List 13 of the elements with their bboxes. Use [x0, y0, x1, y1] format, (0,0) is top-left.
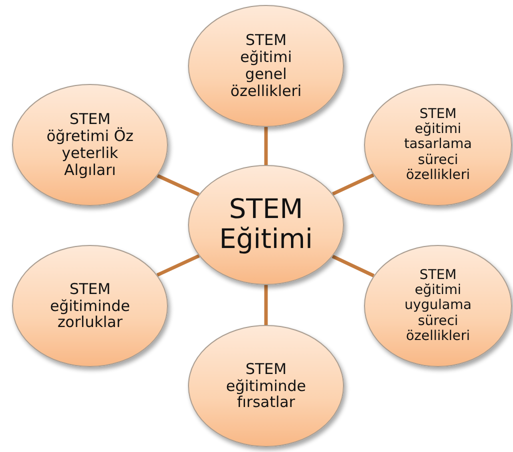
connector-line [332, 173, 374, 196]
connector-line [332, 254, 374, 278]
connector-line [156, 254, 200, 277]
node-label: STEM eğitiminde fırsatlar [224, 360, 307, 412]
connector-line [156, 174, 200, 196]
node-label: STEM eğitimi uygulama süreci özellikleri [403, 268, 473, 344]
connector-line [264, 285, 268, 325]
node-label: STEM eğitiminde zorluklar [48, 280, 131, 332]
node-label: STEM eğitimi tasarlama süreci özellikleri [403, 107, 473, 183]
node-label: STEM eğitimi genel özellikleri [229, 32, 303, 100]
node-label: STEM Eğitimi [218, 194, 314, 256]
connector-line [264, 127, 268, 165]
node-label: STEM öğretimi Öz yeterlik Algıları [45, 111, 135, 179]
